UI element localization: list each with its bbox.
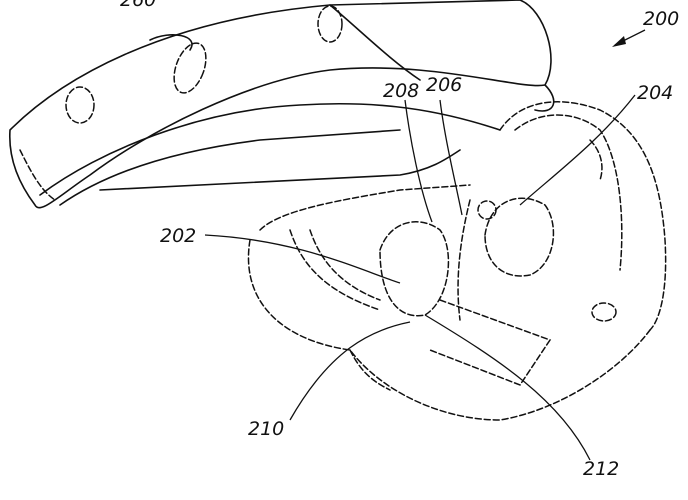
label-206: 206 [426, 74, 463, 96]
label-202: 202 [160, 225, 197, 247]
label-212: 212 [583, 458, 620, 480]
leader-lines [204, 29, 646, 461]
headband [9, 0, 555, 209]
visor-body [247, 101, 667, 421]
label-204: 204 [637, 82, 674, 104]
lenses [379, 197, 555, 317]
label-200: 200 [643, 8, 680, 30]
label-208: 208 [383, 80, 420, 102]
label-260: 260 [120, 0, 157, 11]
label-210: 210 [248, 418, 285, 440]
